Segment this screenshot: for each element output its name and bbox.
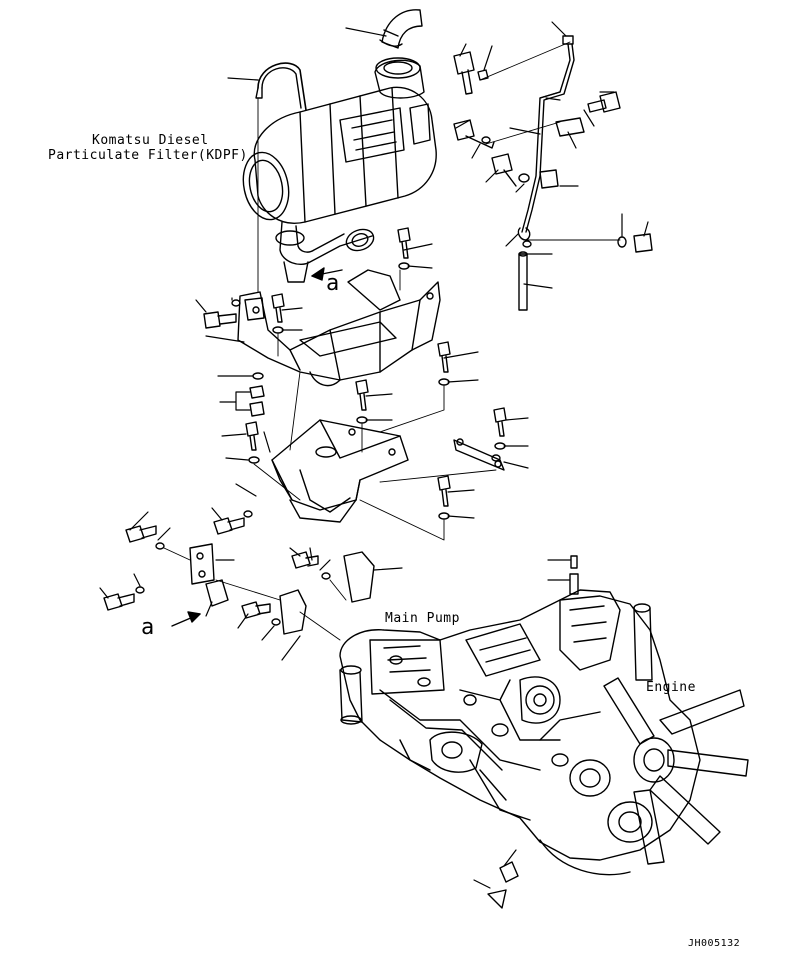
small-brackets bbox=[189, 543, 375, 635]
engine-and-pump bbox=[339, 589, 749, 876]
drawing-number: JH005132 bbox=[688, 938, 741, 949]
main-pump-label: Main Pump bbox=[385, 611, 460, 626]
kdpf-label-line2: Particulate Filter(KDPF) bbox=[48, 148, 248, 163]
leader-lines bbox=[99, 21, 649, 889]
view-arrows bbox=[171, 267, 343, 627]
view-a-label-upper: a bbox=[326, 271, 340, 296]
lower-bracket bbox=[271, 419, 505, 523]
kdpf-label-line1: Komatsu Diesel bbox=[92, 133, 209, 148]
support-rod-assembly bbox=[453, 35, 653, 311]
kdpf-assembly bbox=[242, 9, 437, 283]
view-a-label-lower: a bbox=[141, 615, 155, 640]
engine-label: Engine bbox=[646, 680, 696, 695]
bolts-and-washers bbox=[103, 227, 579, 909]
connection-lines bbox=[163, 41, 621, 641]
upper-bracket bbox=[237, 269, 441, 387]
